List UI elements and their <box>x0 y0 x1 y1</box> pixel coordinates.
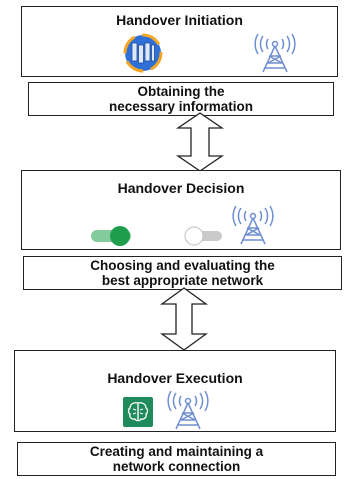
initiation-caption: Obtaining the necessary information <box>108 84 254 114</box>
server-network-icon <box>123 33 163 73</box>
toggle-on-icon <box>91 226 131 246</box>
execution-stage-box: Handover Execution <box>14 350 336 432</box>
toggle-off-icon <box>184 226 222 246</box>
decision-stage-box: Handover Decision <box>21 170 341 250</box>
cell-tower-icon <box>232 206 274 245</box>
cell-tower-icon <box>167 391 209 430</box>
ai-brain-icon <box>123 397 153 427</box>
execution-caption: Creating and maintaining a network conne… <box>89 444 264 474</box>
execution-title: Handover Execution <box>107 370 243 386</box>
double-arrow-2 <box>160 287 208 351</box>
execution-caption-box: Creating and maintaining a network conne… <box>17 442 336 476</box>
cell-tower-icon <box>254 34 296 73</box>
decision-title: Handover Decision <box>117 180 245 196</box>
initiation-title: Handover Initiation <box>116 12 243 28</box>
decision-caption: Choosing and evaluating the best appropr… <box>90 258 275 288</box>
double-arrow-1 <box>175 112 225 172</box>
initiation-stage-box: Handover Initiation <box>21 6 338 77</box>
decision-caption-box: Choosing and evaluating the best appropr… <box>23 256 342 290</box>
initiation-caption-box: Obtaining the necessary information <box>28 82 334 116</box>
